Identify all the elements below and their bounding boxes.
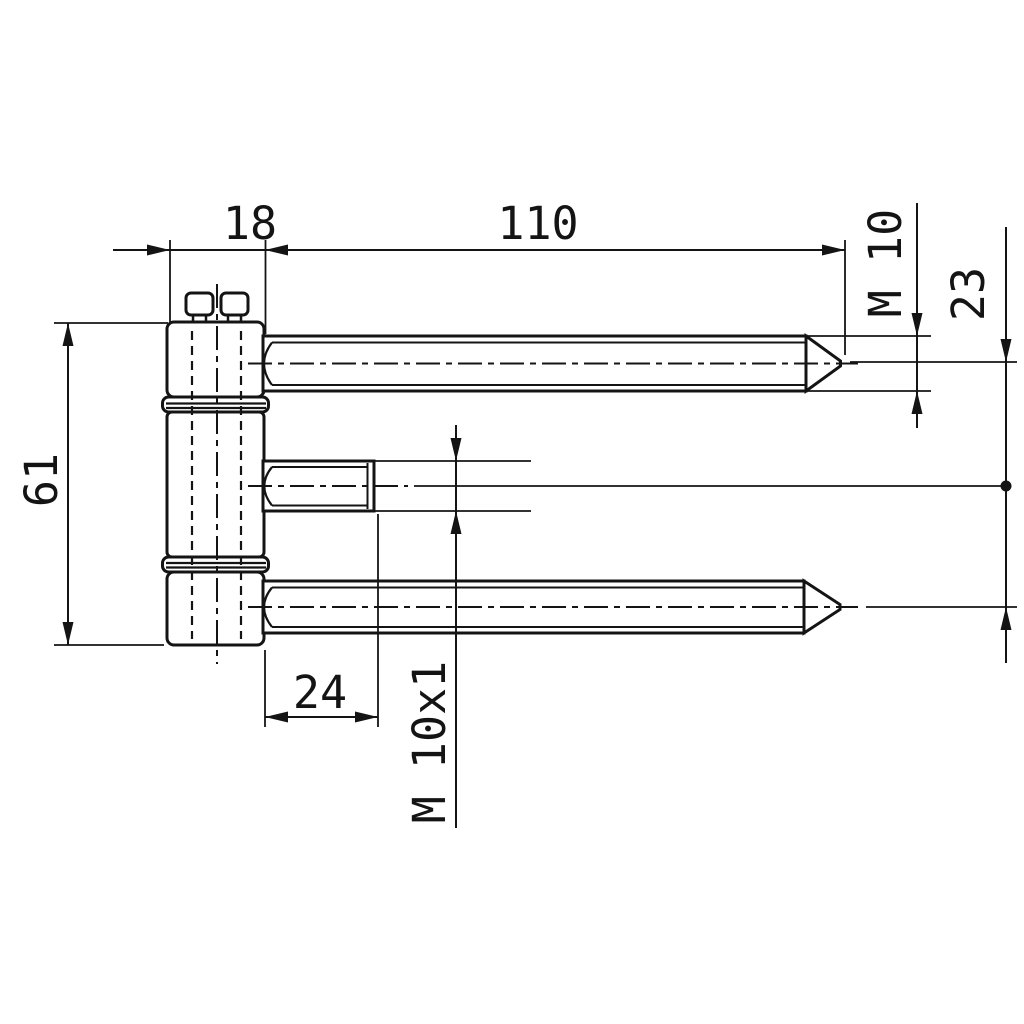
bottom-pin [248,578,1017,636]
arrowhead-up-icon [911,391,923,414]
dim-stub-length: 24 [264,514,379,727]
arrowhead-up-icon [1000,607,1012,630]
arrowhead-down-icon [62,622,74,645]
middle-stub [248,459,1001,513]
arrowhead-left-icon [265,711,288,723]
screw-left-head [184,291,215,317]
dim-label-pin-offset: 23 [942,267,995,321]
dim-pin-offset: 23 [850,227,1017,663]
dim-label-body-height: 61 [15,453,68,507]
screw-right-head [219,291,250,317]
arrowhead-right-icon [355,711,378,723]
knuckle-bottom [165,570,266,647]
dim-dot-terminator [1000,480,1012,492]
dim-label-stub-length: 24 [293,666,347,719]
arrowhead-down-icon [450,438,462,461]
arrowhead-right-icon [822,244,845,256]
bottom-pin-tip [802,578,842,636]
top-pin-tip [804,333,842,394]
arrowhead-down-icon [1000,339,1012,362]
dim-label-pin-length: 110 [497,197,578,250]
dim-body-height: 61 [15,322,168,646]
dim-label-pin-thread: M 10 [859,209,912,317]
dim-top-chain: 18 110 [113,197,846,355]
arrowhead-down-icon [911,313,923,336]
knuckle-middle [165,410,266,559]
arrowhead-up-icon [62,323,74,346]
ring-groove-2 [161,555,270,574]
arrowhead-up-icon [450,511,462,534]
screw-right [219,291,250,326]
knuckle-top [165,320,266,399]
dim-pin-thread: M 10 [806,203,931,428]
top-pin [248,333,858,394]
arrowhead-right-icon [147,244,170,256]
dim-label-body-width: 18 [223,197,277,250]
dim-stub-thread: M 10x1 [403,425,462,828]
arrowhead-left-icon [265,244,288,256]
hinge-body [161,284,270,664]
dim-label-stub-thread: M 10x1 [403,661,456,824]
